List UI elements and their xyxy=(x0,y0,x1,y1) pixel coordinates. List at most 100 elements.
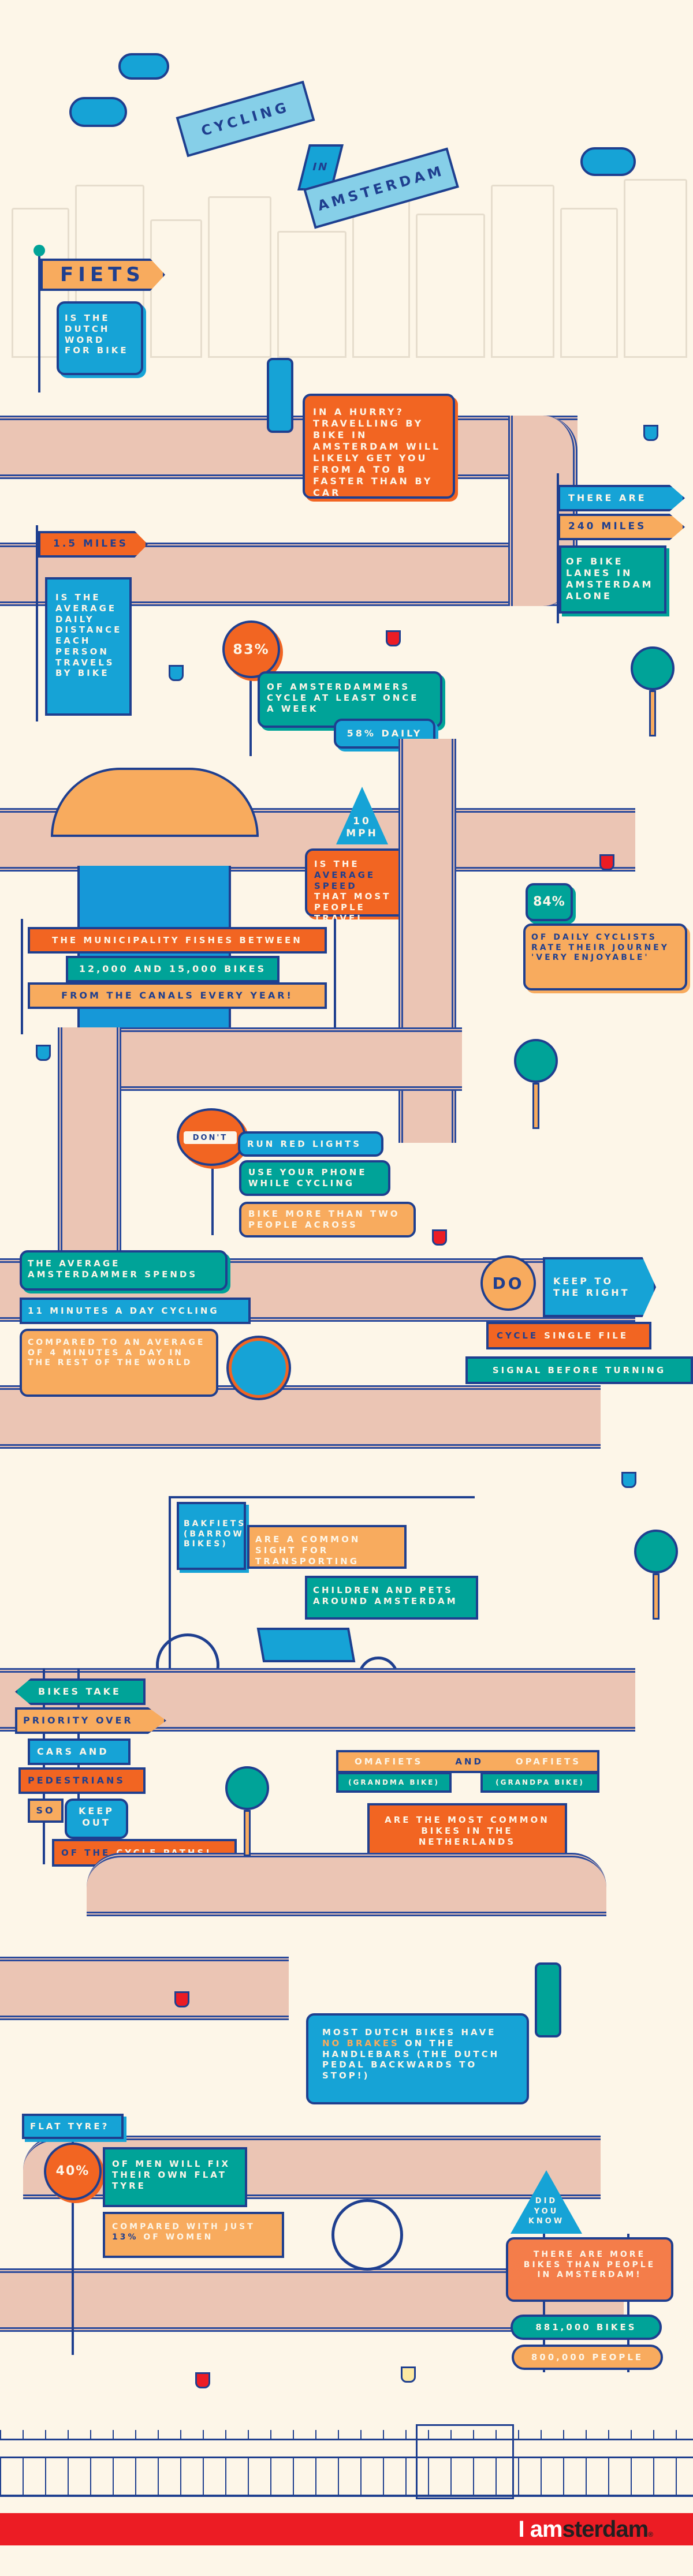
hanging-bar xyxy=(169,1496,475,1498)
bridge xyxy=(51,768,259,837)
sign-post xyxy=(72,2136,74,2355)
enjoyable-percent-badge: 84% xyxy=(526,883,573,921)
speed-desc-highlight: average speed xyxy=(314,869,376,891)
minutes-line1: The average Amsterdammer spends xyxy=(20,1250,228,1291)
bakfiets-line2: are a common sight for transporting xyxy=(247,1525,407,1569)
fiets-sign: FIETS xyxy=(40,259,165,291)
tulip-icon xyxy=(400,2366,417,2398)
omafiets-and: and xyxy=(455,1756,483,1767)
skyline xyxy=(0,173,693,358)
tulip-icon xyxy=(620,1472,638,1503)
bakfiets-name: Bakfiets (barrow bikes) xyxy=(177,1502,246,1570)
weekly-desc: of Amsterdammers cycle at least once a w… xyxy=(258,671,442,728)
did-you-know-text: There are more bikes than people in Amst… xyxy=(506,2237,673,2302)
footer-bar: I amsterdam® xyxy=(0,2513,693,2545)
bike-lanes-value-sign: 240 miles xyxy=(558,514,685,540)
priority-of-the: of the xyxy=(61,1847,111,1858)
canals-line2: 12,000 and 15,000 bikes xyxy=(66,956,280,982)
road xyxy=(87,1853,606,1916)
bike-lanes-desc-sign: of bike lanes in Amsterdam alone xyxy=(559,545,666,614)
flat-tyre-compare-value: 13% xyxy=(112,2232,139,2242)
sign-post xyxy=(334,919,336,1034)
daily-distance-desc: Is the average daily distance each perso… xyxy=(45,577,132,716)
minutes-line2: 11 minutes a day cycling xyxy=(20,1298,251,1324)
minutes-line3: Compared to an average of 4 minutes a da… xyxy=(20,1329,218,1397)
brakes-after: on the handlebars (the Dutch pedal backw… xyxy=(322,2037,500,2081)
sign-post xyxy=(21,919,23,1034)
logo-i: I xyxy=(518,2517,524,2542)
do-item-keep-right: Keep to the right xyxy=(543,1257,656,1317)
house-outline xyxy=(491,185,554,358)
house-outline xyxy=(416,214,485,358)
canals-line1: The municipality fishes between xyxy=(28,927,327,954)
tree-icon xyxy=(225,1766,271,1859)
daily-distance-value: 1.5 miles xyxy=(38,531,148,558)
omafiets-label: Omafiets xyxy=(354,1756,423,1767)
sign-post xyxy=(249,675,252,756)
do-circle: DO xyxy=(480,1255,536,1311)
title-ribbon-cycling: Cycling xyxy=(176,80,315,158)
canals-line3: from the canals every year! xyxy=(28,982,327,1009)
logo-registered-mark: ® xyxy=(648,2530,653,2538)
tulip-icon xyxy=(642,425,660,456)
sign-post xyxy=(627,2234,629,2372)
sign-post xyxy=(557,473,559,623)
road xyxy=(58,1027,121,1276)
sign-post xyxy=(36,525,38,721)
flat-tyre-compare: Compared with just 13% of women xyxy=(103,2212,284,2258)
priority-so: so xyxy=(28,1799,64,1823)
tulip-icon xyxy=(167,665,185,696)
flat-tyre-question: Flat tyre? xyxy=(22,2114,124,2139)
speed-desc-line3: that most people travel xyxy=(314,891,392,924)
do-item-single-file: Cycle Single file xyxy=(486,1322,651,1349)
sign-post xyxy=(543,2234,545,2372)
fiets-definition: Is the Dutch word for bike xyxy=(57,301,143,375)
priority-line2: priority over xyxy=(15,1707,166,1734)
people-count: 800,000 people xyxy=(512,2345,663,2370)
stopwatch-icon xyxy=(229,1338,289,1398)
brakes-highlight: no brakes xyxy=(322,2037,400,2048)
sign-post xyxy=(211,1154,214,1235)
house-outline xyxy=(277,231,346,358)
priority-keep-out: keep out xyxy=(65,1799,128,1839)
flat-tyre-compare-before: Compared with just xyxy=(112,2222,255,2231)
tulip-icon xyxy=(598,854,616,885)
hurry-sign: In a hurry? Travelling by bike in Amster… xyxy=(303,394,455,499)
sign-post xyxy=(77,1668,80,1864)
omafiets-sub: (Grandma bike) xyxy=(336,1772,452,1793)
do-single-file-text: Single file xyxy=(544,1330,629,1341)
dont-item-two-across: Bike more than two people across xyxy=(239,1202,416,1237)
omafiets-header: Omafiets and Opafiets xyxy=(336,1750,599,1773)
sign-post xyxy=(169,1496,171,1669)
dont-item-phone: Use your phone while cycling xyxy=(239,1160,390,1196)
tulip-icon xyxy=(35,1045,52,1076)
priority-line1: Bikes take xyxy=(15,1678,146,1705)
iamsterdam-logo[interactable]: I amsterdam® xyxy=(518,2517,653,2543)
title-banner: Cycling in Amsterdam xyxy=(173,80,520,231)
dont-label: DON'T xyxy=(184,1131,237,1144)
bikes-count: 881,000 bikes xyxy=(511,2315,662,2340)
cloud-icon xyxy=(69,97,127,127)
priority-line3: cars and xyxy=(28,1738,131,1765)
flat-tyre-percent: 40% xyxy=(44,2143,102,2200)
enjoyable-desc: of daily cyclists rate their journey 've… xyxy=(523,924,687,990)
flat-tyre-compare-after: of women xyxy=(143,2232,214,2242)
tulip-icon xyxy=(173,1991,191,2022)
traffic-light-icon xyxy=(267,358,293,433)
opafiets-label: Opafiets xyxy=(515,1756,581,1767)
cargo-box-icon xyxy=(256,1628,356,1662)
bike-lanes-intro-sign: There are xyxy=(558,485,685,511)
house-outline xyxy=(208,196,271,358)
tree-icon xyxy=(634,1530,680,1622)
tree-icon xyxy=(514,1039,560,1131)
tulip-icon xyxy=(385,630,402,661)
brakes-before: Most Dutch bikes have xyxy=(322,2027,497,2037)
cloud-icon xyxy=(118,53,169,80)
speed-value: 10 xyxy=(353,815,371,827)
do-cycle-prefix: Cycle xyxy=(497,1330,539,1341)
weekly-percent-badge: 83% xyxy=(222,620,280,678)
opafiets-sub: (Grandpa bike) xyxy=(480,1772,599,1793)
speed-desc: Is the average speed that most people tr… xyxy=(305,848,411,924)
sign-post xyxy=(43,1668,45,1864)
house-outline xyxy=(560,208,618,358)
